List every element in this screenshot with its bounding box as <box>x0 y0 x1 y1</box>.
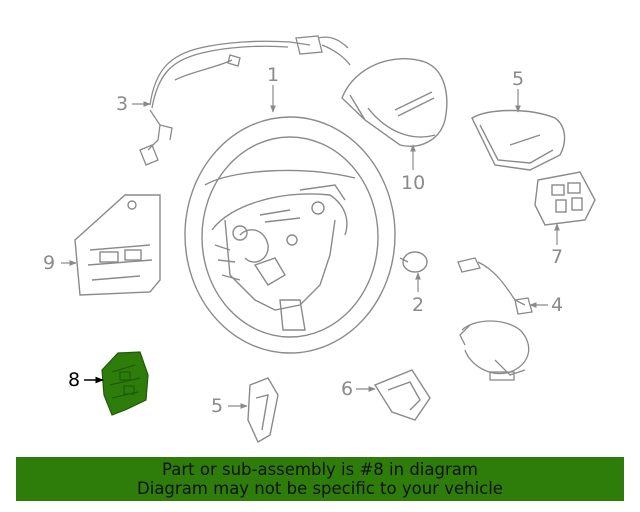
lower-bezel-part-5[interactable] <box>247 377 279 443</box>
callout-2: 2 <box>412 294 425 316</box>
wiring-harness-part-3[interactable] <box>139 35 351 166</box>
callout-1: 1 <box>267 64 280 86</box>
banner-line-part-info: Part or sub-assembly is #8 in diagram <box>162 460 478 479</box>
callout-10: 10 <box>401 172 426 194</box>
callout-5-lower: 5 <box>211 395 224 417</box>
airbag-module-part-10[interactable] <box>341 58 448 147</box>
part-info-banner: Part or sub-assembly is #8 in diagram Di… <box>16 457 624 501</box>
trim-cover-part-6[interactable] <box>373 369 431 421</box>
banner-line-disclaimer: Diagram may not be specific to your vehi… <box>137 479 503 498</box>
switch-bezel-part-5-upper[interactable] <box>471 109 566 171</box>
steering-wheel-part-1[interactable] <box>184 116 396 354</box>
callout-7: 7 <box>551 246 564 268</box>
callout-4: 4 <box>551 294 564 316</box>
callout-8: 8 <box>68 369 81 391</box>
control-module-part-9[interactable] <box>74 194 161 296</box>
callout-6: 6 <box>341 378 354 400</box>
leader-arrows <box>61 85 560 409</box>
callout-5-upper: 5 <box>512 68 525 90</box>
parts-diagram <box>61 35 596 443</box>
callout-9: 9 <box>43 252 56 274</box>
highlighted-switch-part-8[interactable] <box>101 351 149 416</box>
screw-part-2[interactable] <box>399 251 428 273</box>
switch-assembly-part-7[interactable] <box>534 171 596 226</box>
clockspring-harness-part-4[interactable] <box>457 257 533 381</box>
callout-3: 3 <box>116 93 129 115</box>
